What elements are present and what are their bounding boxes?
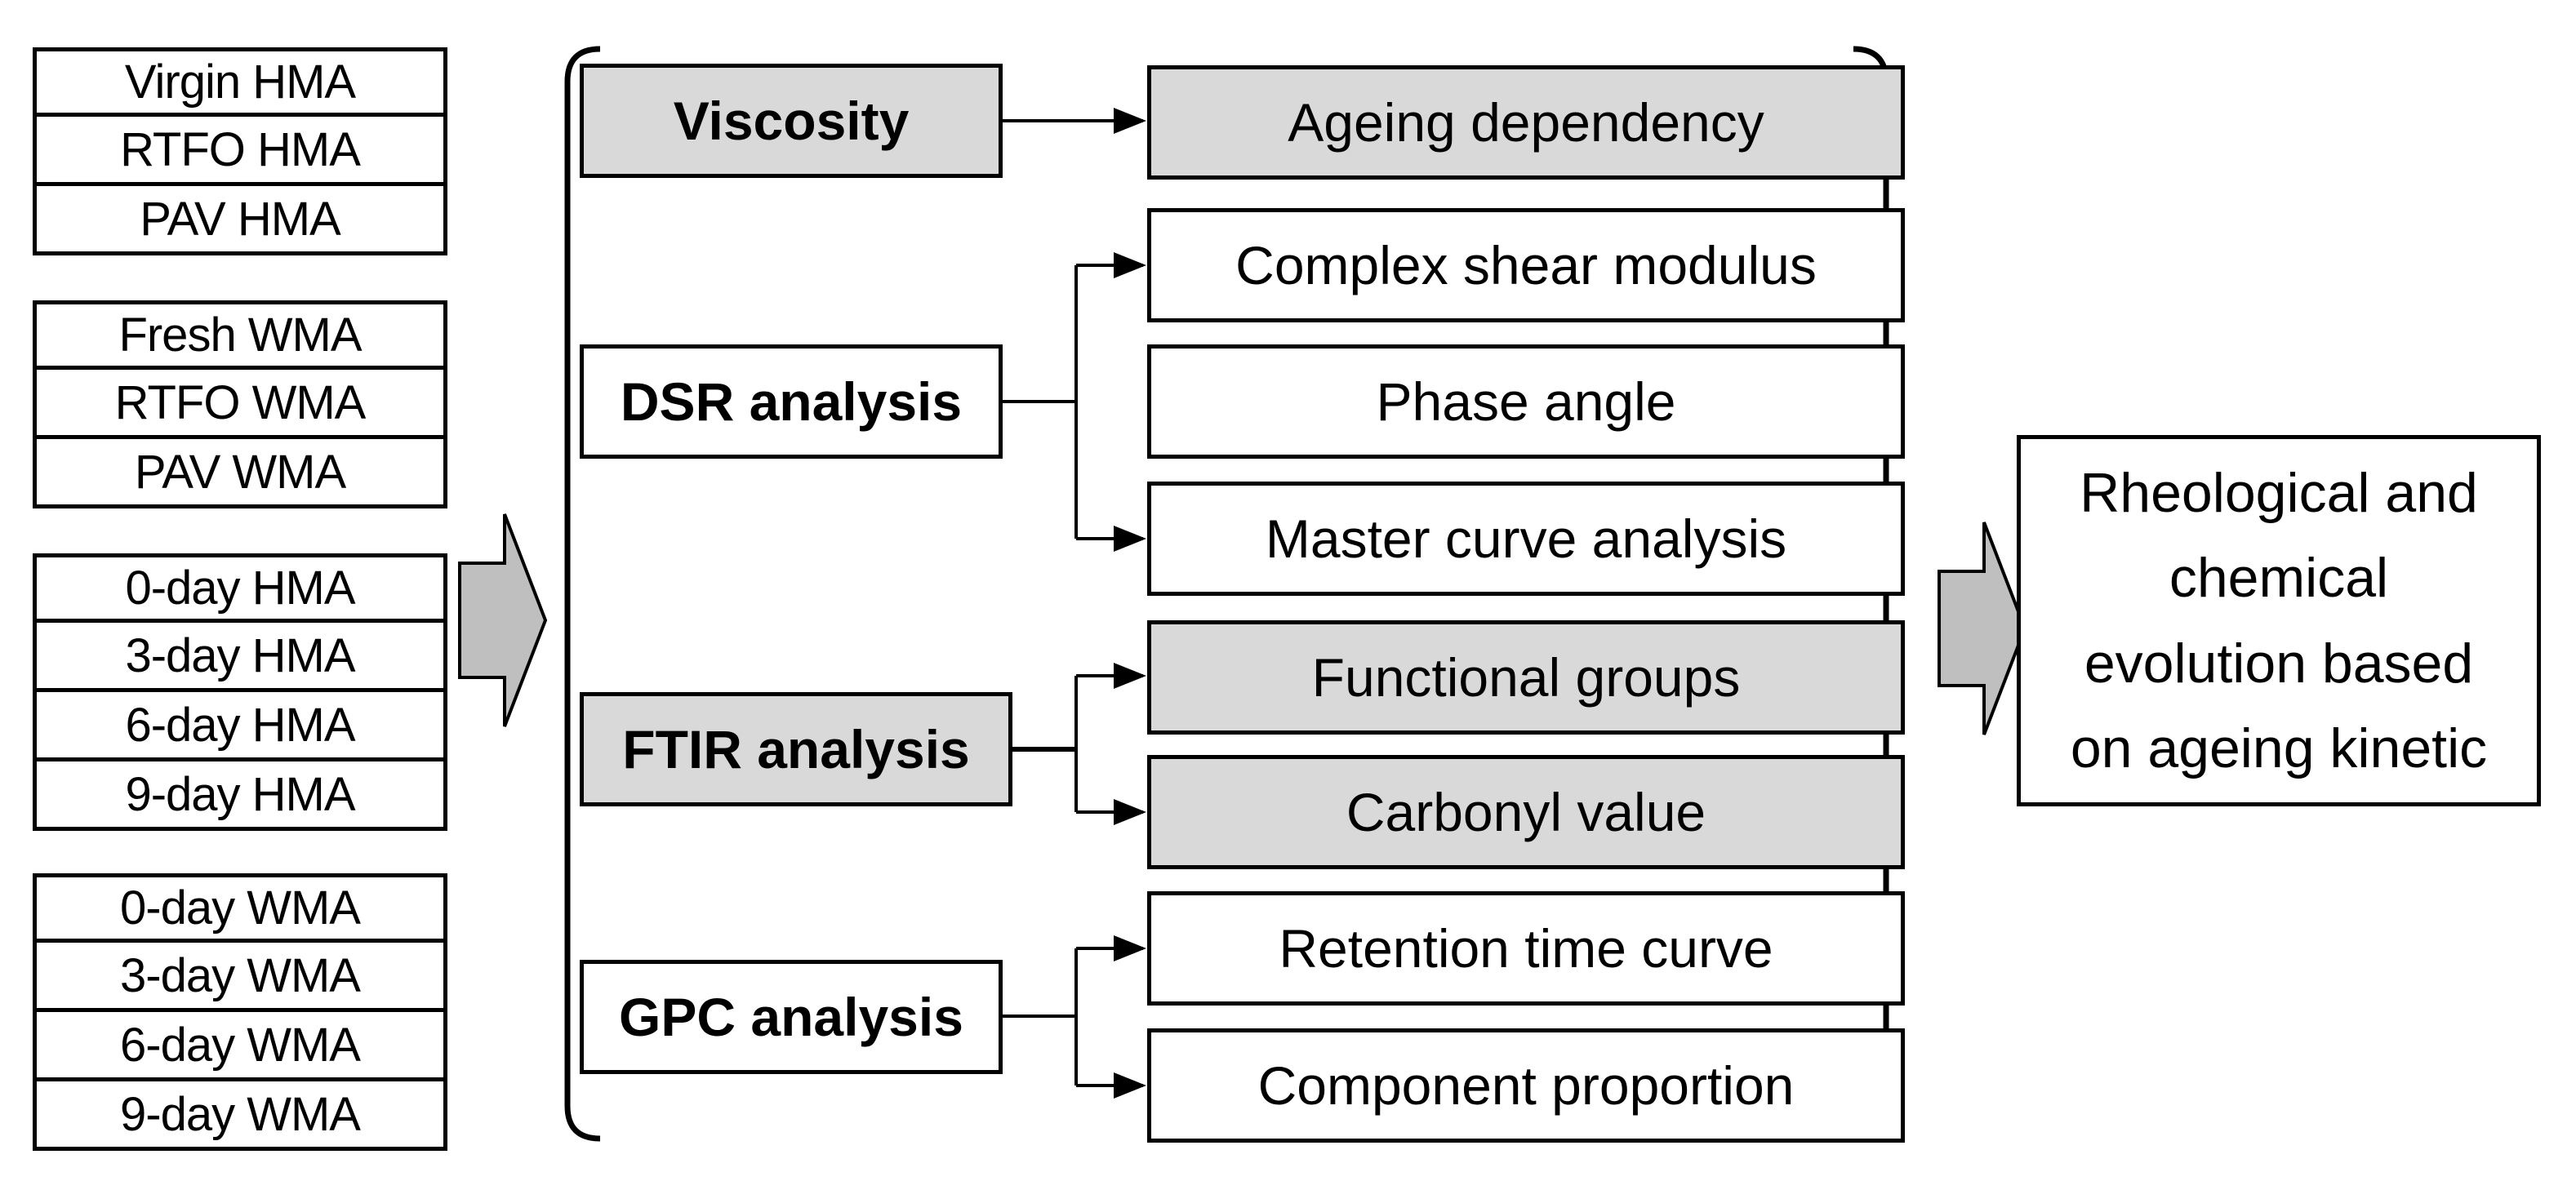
method-gpc: GPC analysis [580,960,1003,1074]
result-retention-time-curve: Retention time curve [1147,891,1905,1006]
sample-pav-hma: PAV HMA [33,186,447,255]
sample-9day-hma: 9-day HMA [33,761,447,831]
outcome-box: Rheological and chemical evolution based… [2017,435,2541,806]
method-dsr: DSR analysis [580,344,1003,459]
sample-6day-wma: 6-day WMA [33,1012,447,1081]
sample-0day-hma: 0-day HMA [33,553,447,623]
sample-3day-wma: 3-day WMA [33,943,447,1012]
sample-rtfo-hma: RTFO HMA [33,117,447,186]
block-arrow-output [1938,522,2027,735]
sample-0day-wma: 0-day WMA [33,873,447,943]
sample-6day-hma: 6-day HMA [33,692,447,761]
result-phase-angle: Phase angle [1147,344,1905,459]
method-ftir: FTIR analysis [580,692,1012,806]
outcome-line-2: chemical [2169,547,2389,610]
result-complex-shear-modulus: Complex shear modulus [1147,208,1905,322]
bracket-left [564,46,601,1142]
result-ageing-dependency: Ageing dependency [1147,65,1905,180]
result-carbonyl-value: Carbonyl value [1147,755,1905,869]
outcome-line-4: on ageing kinetic [2070,717,2488,779]
sample-9day-wma: 9-day WMA [33,1081,447,1151]
sample-virgin-hma: Virgin HMA [33,47,447,117]
result-functional-groups: Functional groups [1147,620,1905,735]
sample-pav-wma: PAV WMA [33,439,447,508]
sample-3day-hma: 3-day HMA [33,623,447,692]
outcome-line-1: Rheological and [2080,462,2478,525]
result-master-curve: Master curve analysis [1147,482,1905,596]
method-viscosity: Viscosity [580,64,1003,178]
block-arrow-input [458,513,548,727]
sample-fresh-wma: Fresh WMA [33,300,447,370]
outcome-line-3: evolution based [2084,632,2474,695]
result-component-proportion: Component proportion [1147,1028,1905,1143]
sample-rtfo-wma: RTFO WMA [33,370,447,439]
